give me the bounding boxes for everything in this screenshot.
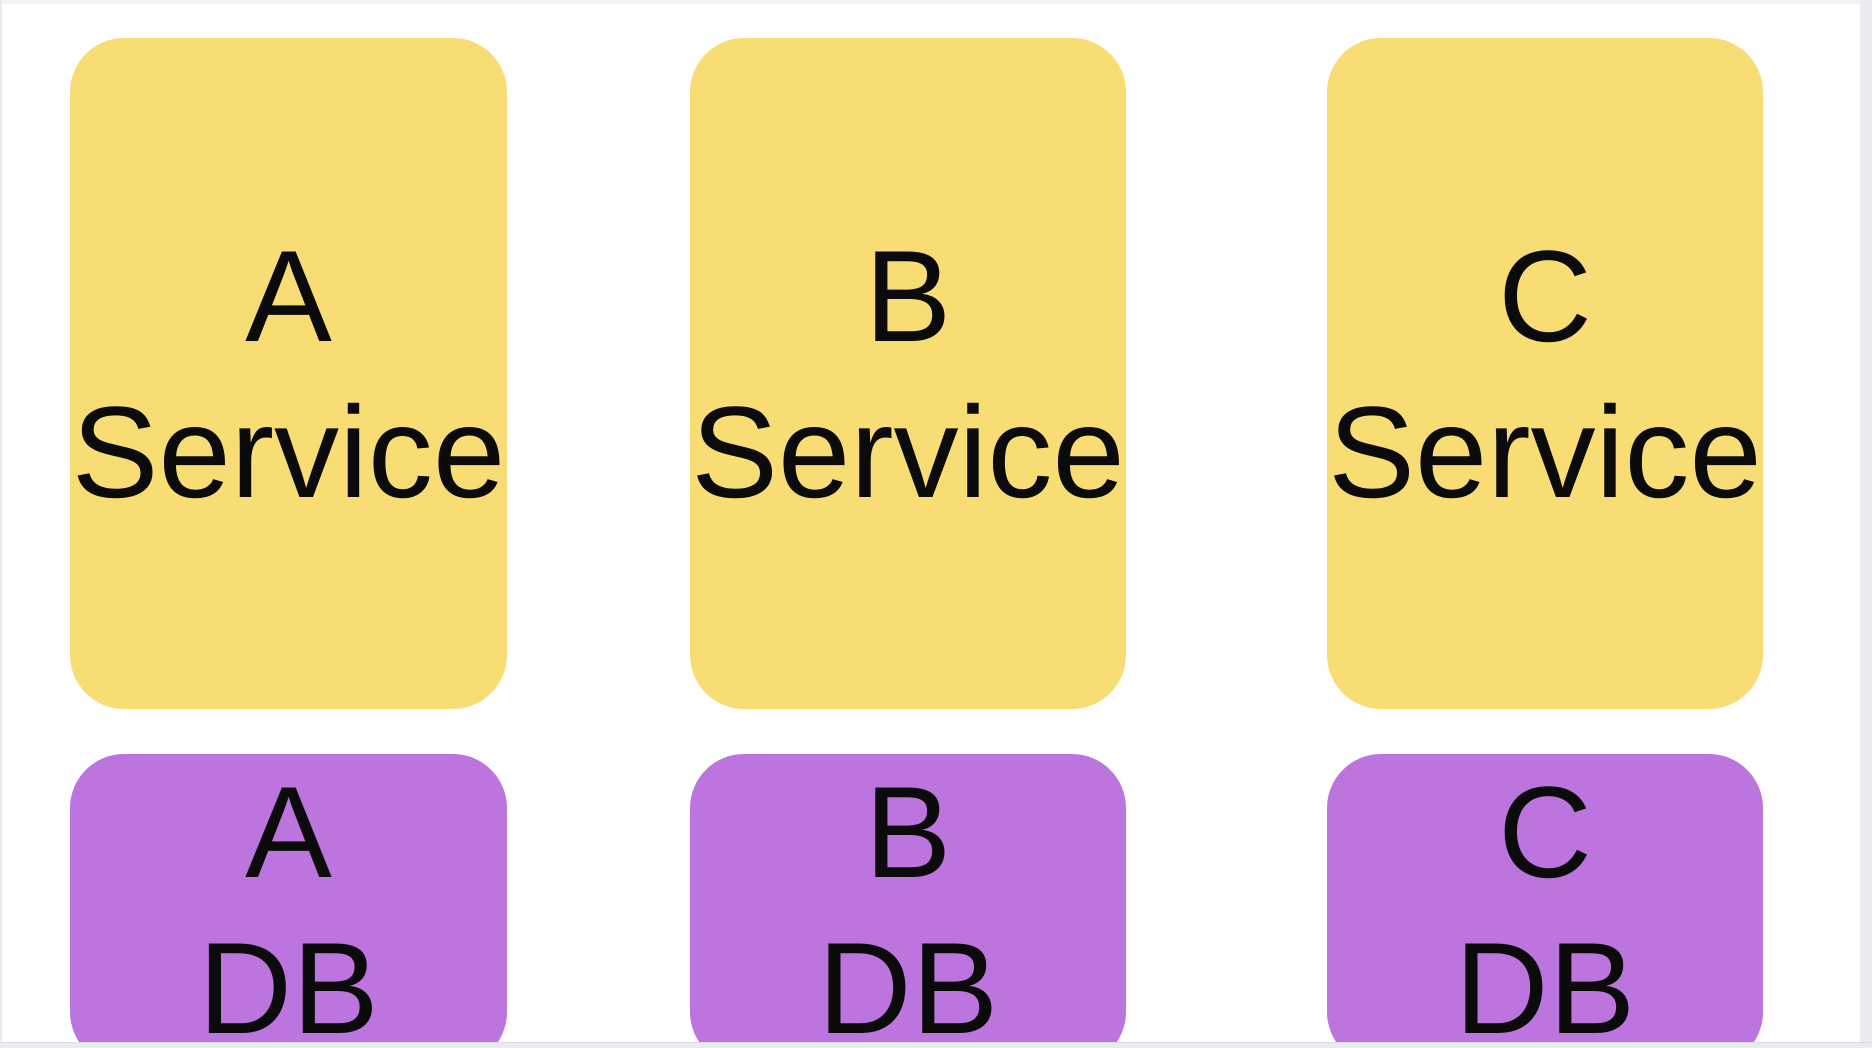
db-node-b-line1: B	[864, 759, 952, 905]
canvas-left-edge	[0, 0, 2, 1048]
db-node-a-line1: A	[245, 759, 332, 905]
db-node-c-line1: C	[1498, 759, 1592, 905]
scrollbar-track[interactable]	[1860, 0, 1872, 1048]
db-node-c[interactable]: C DB	[1327, 754, 1763, 1042]
service-node-c[interactable]: C Service	[1327, 38, 1763, 709]
service-node-b-line1: B	[864, 222, 952, 369]
db-node-b[interactable]: B DB	[690, 754, 1126, 1042]
service-node-a-line1: A	[245, 222, 332, 369]
canvas-top-edge	[0, 0, 1872, 4]
service-node-a-line2: Service	[71, 378, 506, 525]
service-node-b-line2: Service	[691, 378, 1125, 525]
service-node-a[interactable]: A Service	[70, 38, 507, 709]
db-node-a-line2: DB	[198, 915, 379, 1042]
db-node-c-line2: DB	[1454, 915, 1636, 1042]
canvas-bottom-edge	[0, 1042, 1872, 1048]
service-node-c-line1: C	[1498, 222, 1592, 369]
db-node-b-line2: DB	[817, 915, 999, 1042]
db-node-a[interactable]: A DB	[70, 754, 507, 1042]
service-node-c-line2: Service	[1328, 378, 1762, 525]
service-node-b[interactable]: B Service	[690, 38, 1126, 709]
